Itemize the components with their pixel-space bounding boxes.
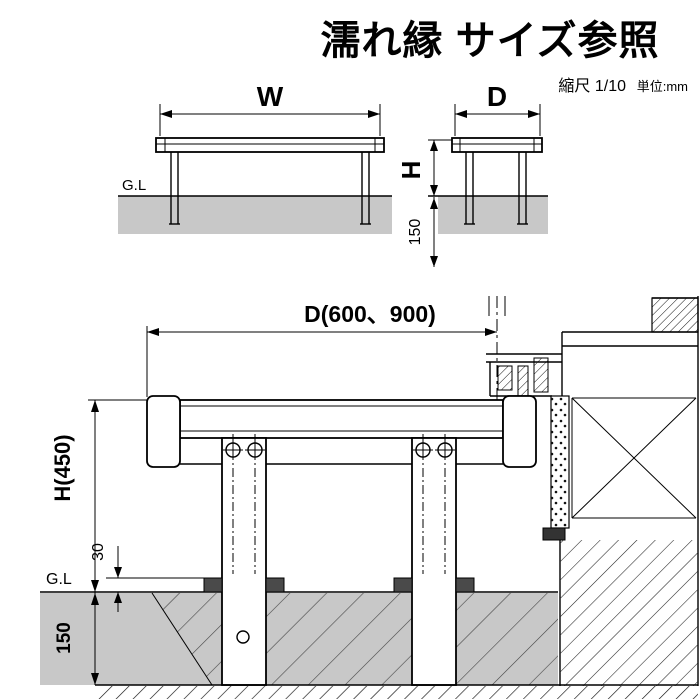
front-width-dimension [159,104,381,136]
side-height-dimension [428,139,452,196]
scale-note: 縮尺 1/10 [558,77,626,95]
water-flashing [542,527,566,541]
post-drain-hole [236,630,250,644]
section-clearance-dimension [106,546,204,612]
side-bench-seat [451,137,543,153]
front-ground-label: G.L [122,177,146,194]
front-bench-seat [155,137,385,153]
foundation-hatch [560,540,698,686]
section-height-dimension [91,400,99,592]
wall-siding-strip-texture [551,396,569,528]
side-embed-dimension [430,197,438,267]
leg-bolts [223,440,455,460]
right-leg-post [411,437,457,686]
section-clearance-label: 30 [90,543,107,561]
side-bench-legs [464,152,528,225]
section-depth-dimension [146,326,497,397]
section-embed-dimension [91,592,99,685]
section-height-label: H(450) [50,434,75,501]
section-depth-label: D(600、900) [304,301,436,327]
wall-structure [486,296,699,686]
bench-seat-section [88,395,537,468]
page-title: 濡れ縁 サイズ参照 [321,19,660,63]
front-width-label: W [257,81,284,112]
section-embed-label: 150 [54,622,75,654]
front-elevation-view: W G.L [118,81,392,234]
section-ground-label: G.L [46,571,72,588]
side-embed-label: 150 [407,219,424,246]
excavation-slope-line [151,592,213,686]
side-depth-dimension [454,104,541,136]
front-bench-legs [169,152,371,225]
wall-panel-cross [571,397,697,519]
subgrade-hatch [96,686,698,699]
bench-left-end-cap [146,395,181,468]
side-ground-fill [438,196,548,234]
leg-base-pads [203,577,475,593]
soil-hatch [152,593,558,685]
left-leg-post [221,437,267,686]
wall-sill-cut-member [651,297,699,333]
bench-right-end-cap [502,395,537,468]
section-view: D(600、900) [40,296,699,699]
side-height-label: H [396,161,426,180]
bench-legs-section [203,434,475,686]
side-elevation-view: D H 150 [396,81,548,267]
ground [40,591,558,686]
side-depth-label: D [487,81,507,112]
front-ground-fill [118,196,392,234]
sash-sill-profile [486,353,562,397]
unit-note: 単位:mm [637,79,688,94]
